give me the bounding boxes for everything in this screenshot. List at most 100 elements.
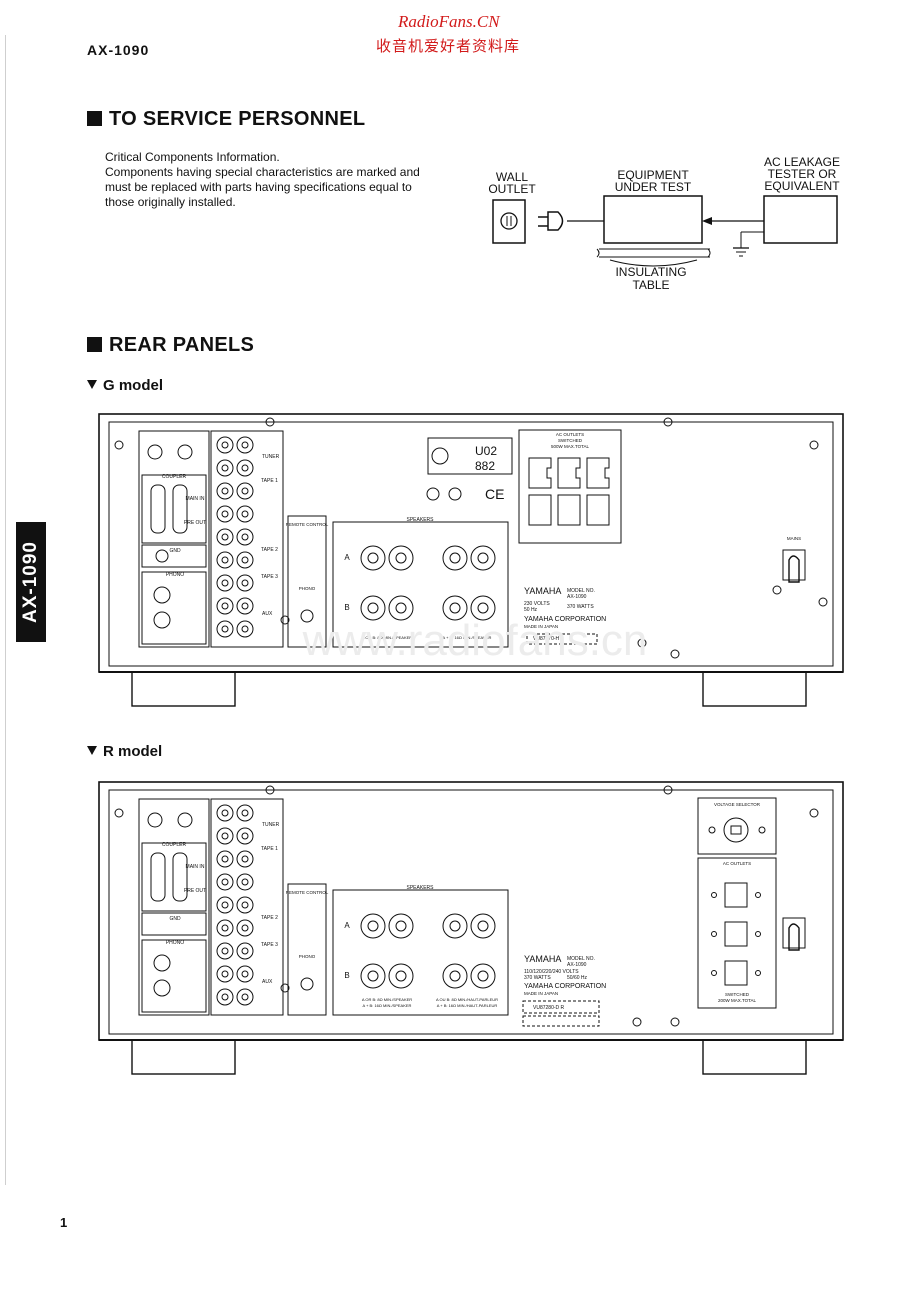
watermark-title[interactable]: RadioFans.CN	[398, 12, 500, 31]
rca-jack	[236, 459, 254, 477]
rca-jack-center	[241, 533, 249, 541]
corp-label: YAMAHA CORPORATION	[524, 983, 606, 990]
main-in-label: MAIN IN	[186, 496, 205, 502]
spk-b-label: B	[344, 603, 349, 612]
remote-label: REMOTE CONTROL	[286, 890, 329, 895]
tape1-label: TAPE 1	[261, 846, 278, 852]
rca-jack-center	[221, 855, 229, 863]
speaker-terminals	[332, 889, 509, 1016]
rca-jack-center	[221, 970, 229, 978]
gnd-label: GND	[169, 548, 181, 554]
model-no-label: MODEL NO.	[567, 588, 595, 594]
rca-jack-center	[241, 556, 249, 564]
coupler-label: COUPLER	[162, 474, 187, 480]
rca-jack-center	[241, 487, 249, 495]
rca-jack	[216, 459, 234, 477]
rca-jack	[216, 942, 234, 960]
hz-label: 50/60 Hz	[567, 975, 588, 981]
rca-jack	[236, 827, 254, 845]
aux-label: AUX	[262, 611, 273, 617]
equipment-label-1: EQUIPMENT	[617, 168, 689, 182]
rca-jack	[236, 988, 254, 1006]
wall-outlet-box	[492, 199, 526, 244]
rca-jack-center	[241, 947, 249, 955]
rca-jack-center	[241, 855, 249, 863]
side-tab-label: AX-1090	[20, 541, 41, 623]
triangle-bullet-icon	[87, 380, 97, 389]
mains-label: MAINS	[787, 536, 801, 541]
g-model-label: G model	[103, 377, 164, 394]
rca-jack-center	[241, 878, 249, 886]
ac-outlets-block	[518, 429, 622, 544]
serial-label: VU87280-D R	[533, 1005, 565, 1011]
rca-jack-center	[221, 533, 229, 541]
volts-label: 110/120/220/240 VOLTS	[524, 969, 579, 975]
spk-note3: A OU B: 8Ω MIN./HAUT-PARLEUR	[436, 997, 498, 1002]
spk-a-label: A	[344, 553, 350, 562]
rca-jack	[216, 965, 234, 983]
rca-jacks	[216, 804, 254, 1006]
rca-jack-center	[221, 809, 229, 817]
r-model-label: R model	[103, 743, 163, 760]
inputs-block	[210, 798, 284, 1016]
rca-jack	[236, 528, 254, 546]
main-in-label: MAIN IN	[186, 864, 205, 870]
tape3-label: TAPE 3	[261, 574, 278, 580]
tuner-label: TUNER	[262, 454, 280, 460]
safety-mark-icon	[448, 487, 462, 501]
critical-components-text: Critical Components Information. Compone…	[105, 150, 450, 210]
rca-jack-center	[241, 809, 249, 817]
cd-coupler-block	[138, 430, 210, 648]
service-title: TO SERVICE PERSONNEL	[109, 108, 366, 130]
model-label: AX-1090	[567, 594, 587, 600]
tester-label-1: AC LEAKAGE	[764, 155, 840, 169]
g-model-rear-panel: COUPLER MAIN IN PRE OUT GND PHONO TUNER …	[98, 413, 844, 707]
spk-note2: A + B: 16Ω MIN./SPEAKER	[443, 635, 492, 640]
made-label: MADE IN JAPAN	[524, 991, 558, 996]
rca-jack-center	[221, 947, 229, 955]
rca-jack	[236, 919, 254, 937]
approval-code-2: 882	[475, 459, 495, 473]
service-title-heading: TO SERVICE PERSONNEL	[87, 108, 365, 131]
serial-label: VU87270-H	[533, 636, 560, 642]
rca-jack	[236, 436, 254, 454]
volts-label: 230 VOLTS	[524, 601, 550, 607]
remote-label: REMOTE CONTROL	[286, 522, 329, 527]
rca-jack-center	[241, 832, 249, 840]
remote-jack-icon	[300, 977, 314, 991]
rca-jack	[236, 574, 254, 592]
tester-box	[763, 195, 838, 244]
rating-label: YAMAHA MODEL NO. AX-1090 110/120/220/240…	[524, 954, 606, 1011]
rca-jack	[216, 850, 234, 868]
rca-jack	[216, 827, 234, 845]
rca-jack	[216, 597, 234, 615]
cd-coupler-block	[138, 798, 210, 1016]
rca-jack	[216, 505, 234, 523]
crit-line: Components having special characteristic…	[105, 165, 420, 179]
rca-jack-center	[221, 464, 229, 472]
hz-label: 50 Hz	[524, 607, 538, 613]
rca-jacks	[216, 436, 254, 638]
table-label-1: INSULATING	[615, 265, 686, 279]
margin-line	[5, 35, 6, 1185]
tape1-label: TAPE 1	[261, 478, 278, 484]
spk-note2: A + B: 16Ω MIN./SPEAKER	[363, 1003, 412, 1008]
pre-out-label: PRE OUT	[184, 888, 206, 894]
phono-label: PHONO	[166, 940, 184, 946]
insulating-table-shape	[596, 248, 711, 267]
switched-label: SWITCHED	[558, 438, 583, 443]
tape2-label: TAPE 2	[261, 547, 278, 553]
rca-jack-center	[221, 602, 229, 610]
wall-outlet-label-1: WALL	[496, 170, 529, 184]
rca-jack	[236, 965, 254, 983]
voltage-selector-block	[697, 797, 777, 855]
rear-panels-title: REAR PANELS	[109, 334, 255, 356]
rca-jack	[236, 551, 254, 569]
rca-jack	[236, 850, 254, 868]
crit-line: Critical Components Information.	[105, 150, 280, 164]
rca-jack-center	[221, 901, 229, 909]
arrow-icon	[702, 217, 712, 225]
model-label: AX-1090	[567, 962, 587, 968]
rca-jack-center	[241, 441, 249, 449]
rca-jack	[236, 804, 254, 822]
